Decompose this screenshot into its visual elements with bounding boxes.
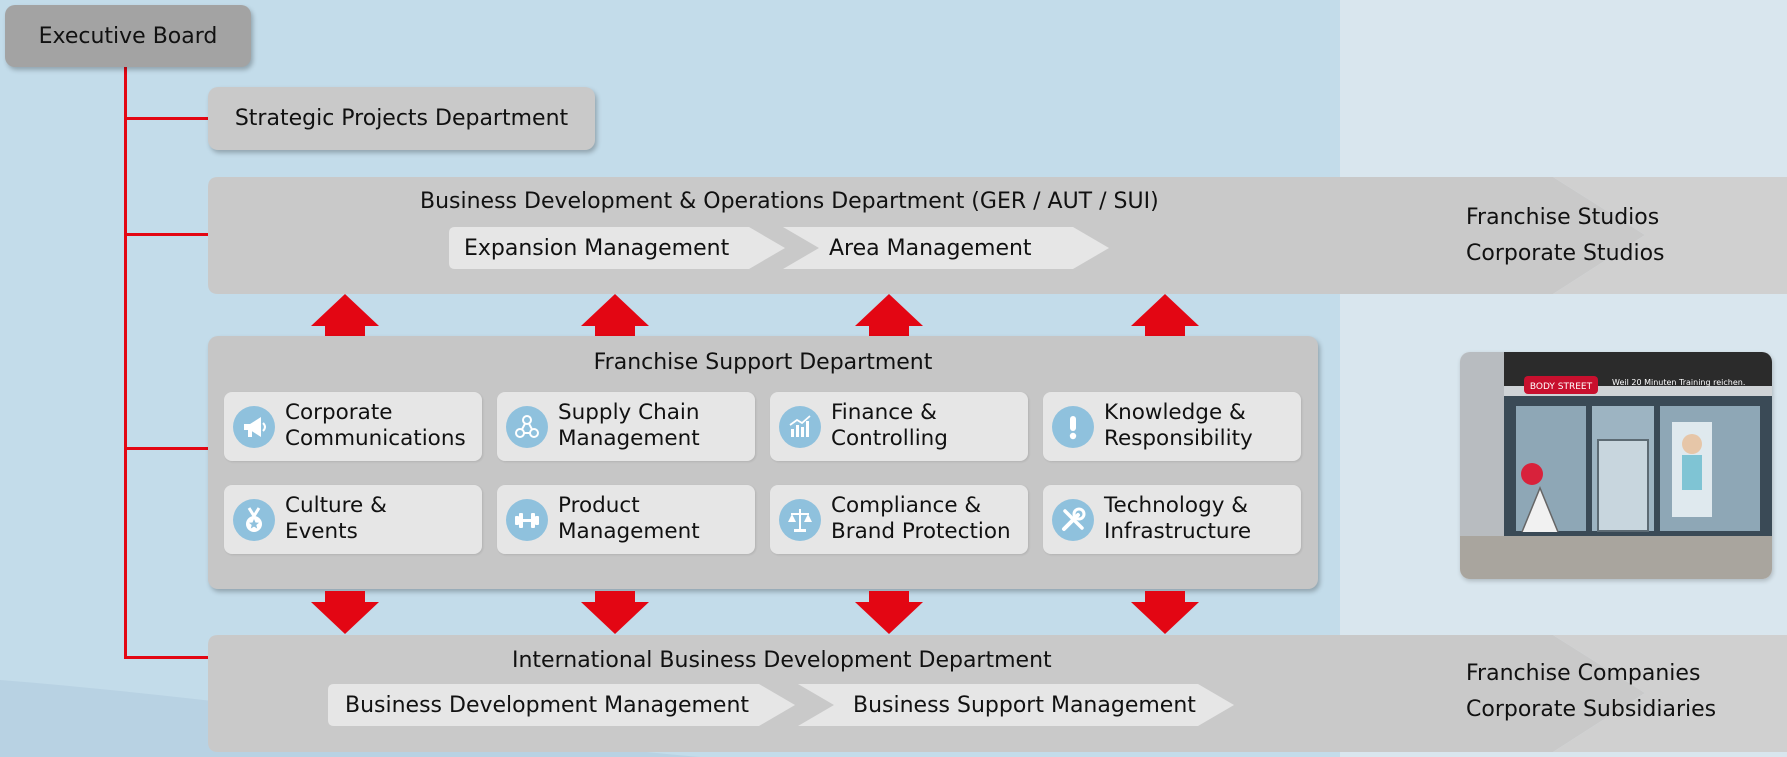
tile-culture-events: Culture & Events bbox=[224, 485, 482, 554]
tile-label: Supply Chain Management bbox=[558, 400, 700, 451]
franchise-support-box: Franchise Support Department Corporate C… bbox=[208, 336, 1318, 589]
output-corporate-studios: Corporate Studios bbox=[1466, 241, 1665, 266]
arrow-down-1 bbox=[311, 591, 379, 634]
franchise-support-title: Franchise Support Department bbox=[593, 350, 933, 375]
tile-product-management: Product Management bbox=[497, 485, 755, 554]
connector-international bbox=[124, 656, 208, 659]
tile-label: Culture & Events bbox=[285, 493, 387, 544]
business-support-management-chevron bbox=[798, 684, 1234, 726]
store-sign-text: BODY STREET bbox=[1530, 382, 1593, 392]
business-development-management-label: Business Development Management bbox=[345, 692, 750, 718]
international-outputs: Franchise Companies Corporate Subsidiari… bbox=[1466, 656, 1716, 728]
business-dev-outputs: Franchise Studios Corporate Studios bbox=[1466, 200, 1665, 272]
store-photo: BODY STREET Weil 20 Minuten Training rei… bbox=[1460, 352, 1772, 579]
business-support-management-label: Business Support Management bbox=[853, 692, 1196, 718]
strategic-projects-box: Strategic Projects Department bbox=[208, 87, 595, 150]
tile-label: Finance & Controlling bbox=[831, 400, 948, 451]
connector-strategic bbox=[124, 117, 208, 120]
expansion-management-label: Expansion Management bbox=[464, 235, 730, 261]
tile-technology-infrastructure: Technology & Infrastructure bbox=[1043, 485, 1301, 554]
arrow-down-2 bbox=[581, 591, 649, 634]
executive-board-box: Executive Board bbox=[5, 5, 251, 67]
exclamation-icon bbox=[1052, 406, 1094, 448]
medal-icon bbox=[233, 499, 275, 541]
tile-compliance-brand-protection: Compliance & Brand Protection bbox=[770, 485, 1028, 554]
tile-finance-controlling: Finance & Controlling bbox=[770, 392, 1028, 461]
scales-icon bbox=[779, 499, 821, 541]
tools-icon bbox=[1052, 499, 1094, 541]
tile-supply-chain-management: Supply Chain Management bbox=[497, 392, 755, 461]
arrow-down-4 bbox=[1131, 591, 1199, 634]
arrow-up-2 bbox=[581, 294, 649, 337]
arrow-up-3 bbox=[855, 294, 923, 337]
output-corporate-subsidiaries: Corporate Subsidiaries bbox=[1466, 697, 1717, 722]
business-development-management-chevron bbox=[328, 684, 795, 726]
connector-franchise-support bbox=[124, 447, 208, 450]
business-dev-band: Business Development & Operations Depart… bbox=[208, 177, 1787, 294]
arrow-up-1 bbox=[311, 294, 379, 337]
international-title: International Business Development Depar… bbox=[512, 648, 1052, 673]
connector-vertical bbox=[124, 67, 127, 659]
tile-label: Technology & Infrastructure bbox=[1104, 493, 1252, 544]
area-management-label: Area Management bbox=[829, 235, 1032, 261]
tile-knowledge-responsibility: Knowledge & Responsibility bbox=[1043, 392, 1301, 461]
business-dev-title: Business Development & Operations Depart… bbox=[420, 189, 1159, 214]
storefront-image: BODY STREET Weil 20 Minuten Training rei… bbox=[1460, 352, 1772, 579]
connector-business-dev bbox=[124, 233, 208, 236]
arrow-down-3 bbox=[855, 591, 923, 634]
chart-icon bbox=[779, 406, 821, 448]
store-slogan-text: Weil 20 Minuten Training reichen. bbox=[1612, 378, 1745, 387]
executive-board-label: Executive Board bbox=[38, 23, 218, 49]
strategic-projects-label: Strategic Projects Department bbox=[234, 106, 569, 131]
output-franchise-companies: Franchise Companies bbox=[1466, 661, 1701, 686]
arrow-up-4 bbox=[1131, 294, 1199, 337]
tile-label: Compliance & Brand Protection bbox=[831, 493, 1011, 544]
tile-label: Corporate Communications bbox=[285, 400, 466, 451]
output-franchise-studios: Franchise Studios bbox=[1466, 205, 1660, 230]
tile-label: Knowledge & Responsibility bbox=[1104, 400, 1253, 451]
international-band: International Business Development Depar… bbox=[208, 635, 1787, 752]
network-icon bbox=[506, 406, 548, 448]
tile-corporate-communications: Corporate Communications bbox=[224, 392, 482, 461]
tile-label: Product Management bbox=[558, 493, 700, 544]
megaphone-icon bbox=[233, 406, 275, 448]
area-management-chevron bbox=[783, 227, 1109, 269]
expansion-management-chevron bbox=[449, 227, 785, 269]
dumbbell-icon bbox=[506, 499, 548, 541]
